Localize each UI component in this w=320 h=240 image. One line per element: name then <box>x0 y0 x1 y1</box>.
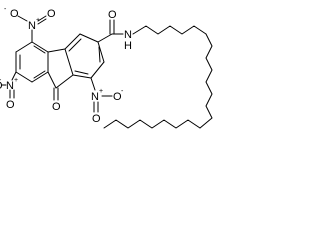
nitro-top-oxygen-a-label: O <box>10 8 19 20</box>
amide-nitrogen-label: N <box>124 29 132 41</box>
nitro-right-oxygen-a-label: O <box>113 91 122 103</box>
nitro-right-oxygen-b-label: O <box>92 113 101 125</box>
nitro-left-plus-charge: + <box>14 77 18 84</box>
alkyl-chain <box>103 25 213 129</box>
nitro-top-oxygen-b-label: O <box>47 8 56 20</box>
ketone-oxygen-label: O <box>52 101 61 113</box>
nitro-right-nitrogen-label: N <box>91 91 99 103</box>
nitro-right-minus-charge: - <box>121 88 124 95</box>
nitro-left-oxygen-b-label: O <box>0 80 3 92</box>
amide-hydrogen-label: H <box>124 40 132 52</box>
nitro-top-nitrogen-label: N <box>28 20 36 32</box>
structure-canvas: O N + O - O N + O O - N + O - O <box>0 0 221 147</box>
amide-group: O N H <box>97 9 132 52</box>
nitro-group-left: N + O O - <box>0 71 18 111</box>
nitro-right-plus-charge: + <box>99 88 103 95</box>
left-benzene-ring <box>15 41 49 83</box>
molecule-drawing: O N + O - O N + O O - N + O - O <box>0 6 213 129</box>
nitro-left-nitrogen-label: N <box>6 80 14 92</box>
nitro-group-right: N + O - O <box>90 77 124 125</box>
five-membered-ring <box>47 48 74 89</box>
nitro-group-top: N + O - O <box>4 6 56 43</box>
ketone-group: O <box>52 87 61 113</box>
right-benzene-ring <box>64 33 105 79</box>
amide-oxygen-label: O <box>108 9 117 21</box>
nitro-left-oxygen-a-label: O <box>6 99 15 111</box>
nitro-left-minus-charge: - <box>0 77 2 84</box>
nitro-top-minus-charge: - <box>4 6 7 13</box>
